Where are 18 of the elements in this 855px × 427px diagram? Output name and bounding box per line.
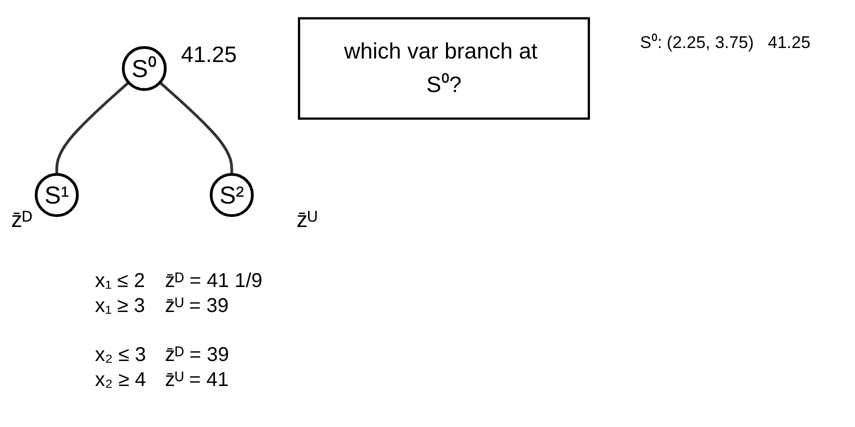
node-annotation: z̄ᴰ: [11, 206, 32, 232]
bound-value: z̄ᵁ = 41: [165, 369, 230, 392]
tree-branch-line: [159, 81, 234, 174]
tree-node-circle: S⁰: [122, 46, 167, 91]
tree-node-circle: S¹: [34, 172, 79, 217]
bound-value: z̄ᴰ = 41 1/9: [165, 270, 264, 293]
bound-value: z̄ᵁ = 39: [165, 295, 230, 318]
tree-node-circle: S²: [210, 172, 254, 217]
branch-constraint: x₂ ≥ 4: [95, 369, 147, 392]
branch-constraint: x₂ ≤ 3: [95, 344, 147, 367]
bound-value: z̄ᴰ = 39: [165, 344, 230, 367]
question-box: which var branch at S⁰?: [298, 17, 590, 120]
branch-constraint: x₁ ≥ 3: [95, 295, 146, 318]
tree-branch-line: [55, 81, 130, 174]
node-annotation: 41.25: [180, 42, 237, 68]
branch-constraint: x₁ ≤ 2: [95, 270, 146, 293]
node-annotation: z̄ᵁ: [296, 206, 318, 232]
node-value-note: S⁰: (2.25, 3.75) 41.25: [640, 32, 810, 53]
